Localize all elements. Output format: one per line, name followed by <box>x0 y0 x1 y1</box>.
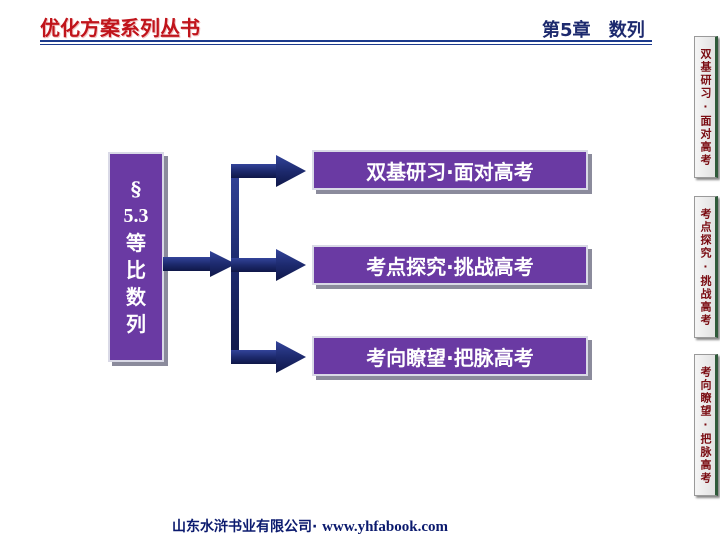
branch-arrow-1 <box>231 155 306 187</box>
section-title-char-3: 数 <box>126 285 146 309</box>
section-title-box: § 5.3 等 比 数 列 <box>108 152 164 362</box>
section-title-char-4: 列 <box>126 312 146 336</box>
branch-arrow-2 <box>231 249 306 281</box>
main-arrow <box>163 251 236 277</box>
footer-publisher: 山东水浒书业有限公司· <box>171 519 318 535</box>
side-tab-outlook[interactable]: 考向瞭望·把脉高考 <box>694 354 718 496</box>
header-divider-thin <box>40 44 652 45</box>
section-title-char-1: 等 <box>126 231 146 255</box>
book-series-title: 优化方案系列丛书 <box>40 16 200 40</box>
branch-arrow-3 <box>231 341 306 373</box>
side-tab-basics-label: 双基研习·面对高考 <box>699 47 712 167</box>
section-symbol: § <box>130 177 142 201</box>
side-tab-exam-points-label: 考点探究·挑战高考 <box>699 207 712 327</box>
footer-url[interactable]: www.yhfabook.com <box>322 519 449 535</box>
menu-button-exam-points[interactable]: 考点探究·挑战高考 <box>312 245 588 285</box>
section-number: 5.3 <box>123 205 149 227</box>
header-divider <box>40 40 652 42</box>
chapter-title: 第5章 数列 <box>542 20 645 41</box>
side-tab-outlook-label: 考向瞭望·把脉高考 <box>699 365 712 485</box>
side-tab-basics[interactable]: 双基研习·面对高考 <box>694 36 718 178</box>
menu-button-outlook[interactable]: 考向瞭望·把脉高考 <box>312 336 588 376</box>
section-title-char-2: 比 <box>126 258 146 282</box>
menu-button-basics[interactable]: 双基研习·面对高考 <box>312 150 588 190</box>
footer: 山东水浒书业有限公司· www.yhfabook.com <box>0 516 620 536</box>
side-tab-exam-points[interactable]: 考点探究·挑战高考 <box>694 196 718 338</box>
